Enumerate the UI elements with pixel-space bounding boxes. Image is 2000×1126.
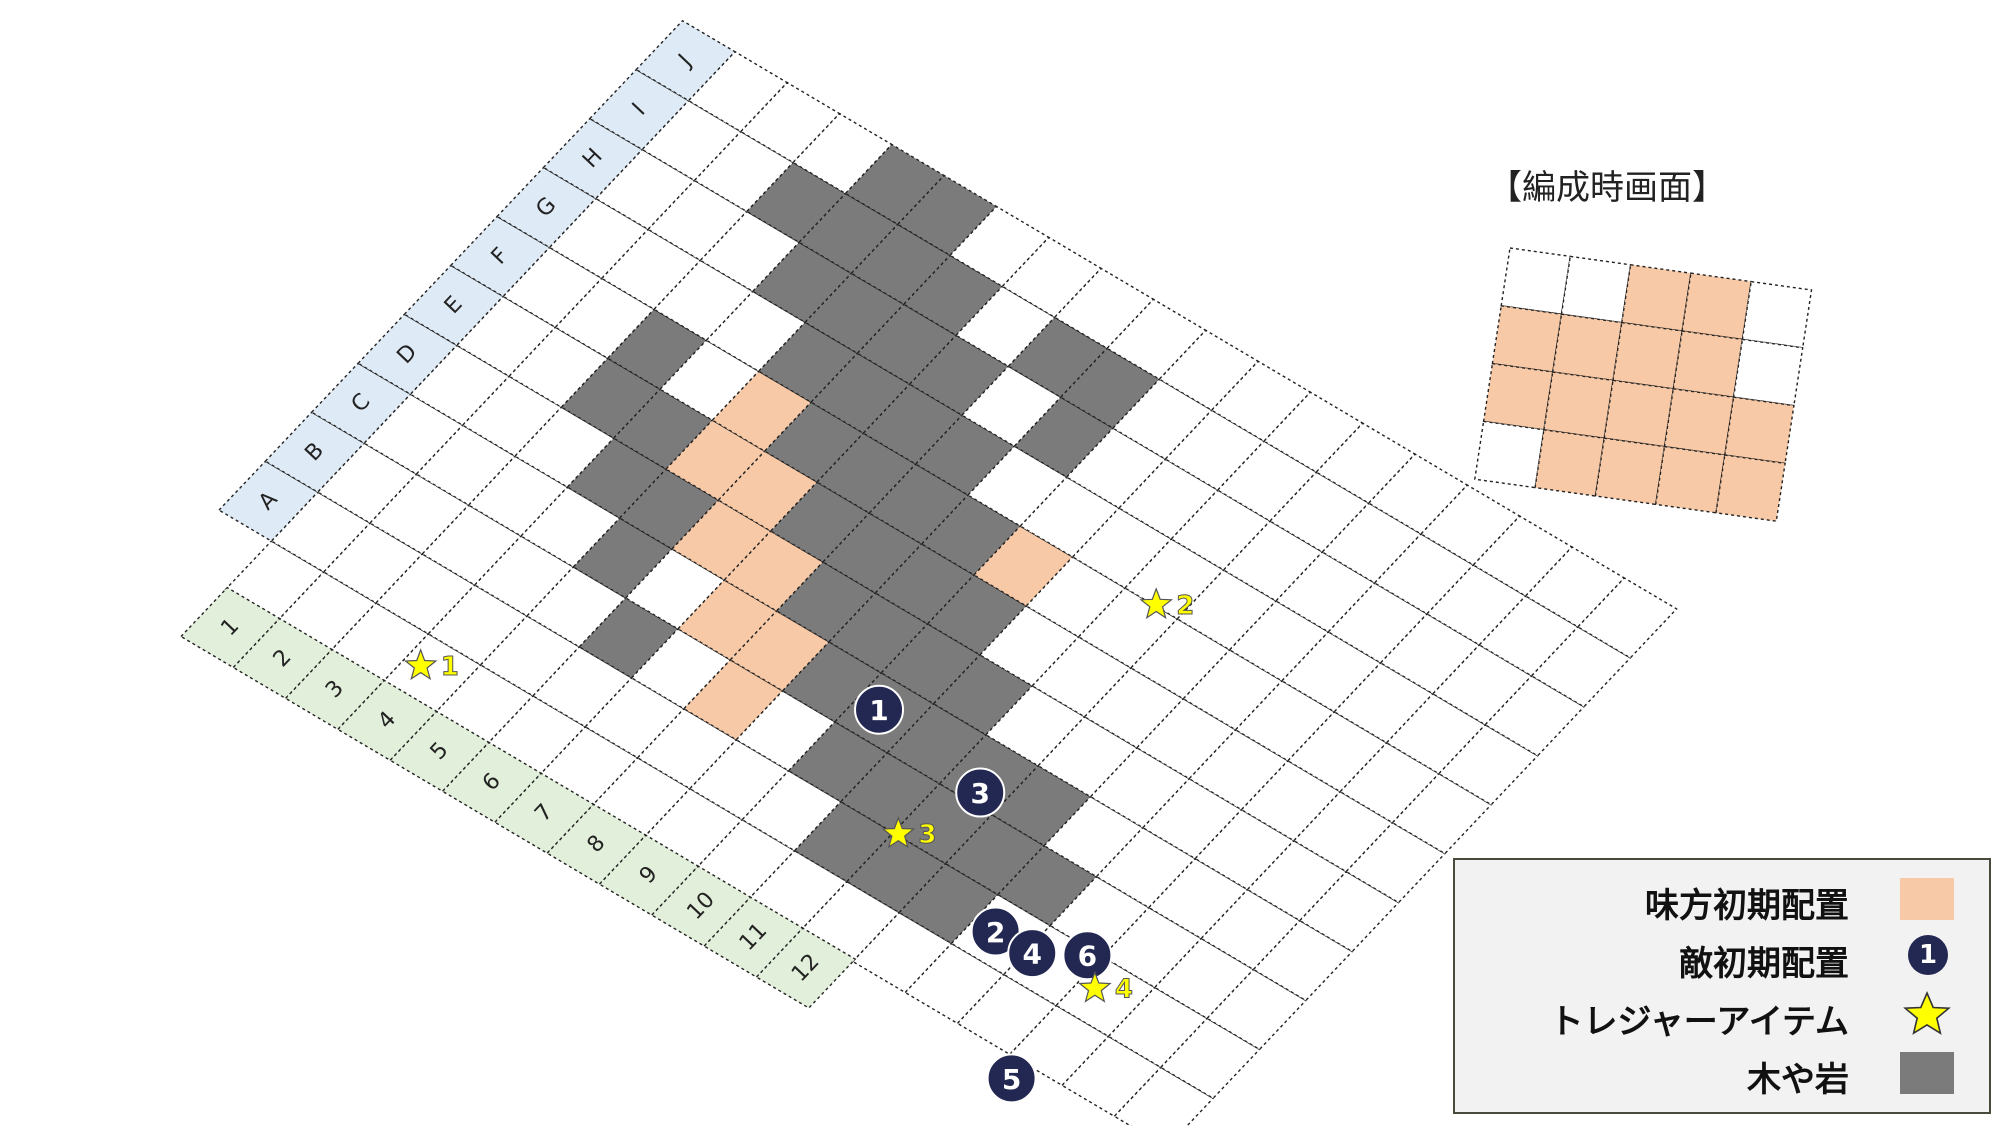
formation-ally-cell: [1621, 264, 1692, 332]
enemy-marker-label: 4: [1022, 938, 1041, 971]
treasure-star-icon: [1139, 587, 1174, 620]
formation-ally-cell: [1534, 429, 1605, 497]
legend-panel: 味方初期配置 敵初期配置 1 トレジャーアイテム 木や岩: [1453, 858, 1991, 1114]
formation-grid: [1474, 247, 1813, 522]
formation-cell: [1474, 420, 1545, 489]
formation-ally-cell: [1594, 437, 1666, 506]
formation-ally-cell: [1603, 379, 1675, 448]
enemy-marker-label: 1: [869, 694, 888, 727]
formation-ally-cell: [1543, 371, 1614, 439]
formation-cell: [1732, 338, 1804, 407]
enemy-marker-label: 3: [970, 777, 989, 810]
enemy-marker: [970, 906, 1021, 957]
formation-ally-cell: [1654, 445, 1726, 514]
formation-ally-cell: [1724, 396, 1795, 465]
enemy-marker: [1062, 930, 1113, 981]
treasure-label: 2: [1176, 591, 1194, 621]
formation-cell: [1741, 280, 1813, 349]
legend-row-treasure: トレジャーアイテム: [1455, 986, 1989, 1044]
formation-cell: [1560, 255, 1632, 324]
legend-row-obstacle: 木や岩: [1455, 1044, 1989, 1102]
star-icon: [1903, 990, 1951, 1035]
enemy-marker: [1007, 928, 1058, 979]
legend-label-obstacle: 木や岩: [1747, 1060, 1849, 1100]
obstacle-swatch: [1900, 1052, 1954, 1094]
legend-row-ally: 味方初期配置: [1455, 870, 1989, 928]
legend-label-ally: 味方初期配置: [1645, 886, 1849, 926]
formation-ally-cell: [1715, 454, 1786, 522]
enemy-marker: [986, 1053, 1037, 1104]
grid-cell: [1576, 577, 1678, 659]
enemy-marker-label: 5: [1002, 1063, 1021, 1096]
formation-screen-title: 【編成時画面】: [1488, 168, 1726, 208]
enemy-marker: [955, 767, 1006, 818]
formation-ally-cell: [1663, 388, 1735, 456]
treasure-star-icon: [881, 816, 916, 849]
enemy-marker: [854, 684, 905, 735]
enemy-circle-icon: 1: [1908, 935, 1948, 975]
treasure-label: 1: [441, 652, 459, 682]
treasure-star-icon: [403, 648, 438, 681]
enemy-marker-label: 2: [986, 916, 1005, 949]
column-header-cell: [635, 19, 737, 102]
formation-ally-cell: [1672, 330, 1744, 398]
formation-ally-cell: [1482, 362, 1554, 431]
row-header-cell: [755, 927, 857, 1009]
treasure-star-icon: [1078, 970, 1112, 1003]
legend-label-enemy: 敵初期配置: [1679, 944, 1849, 984]
formation-ally-cell: [1612, 321, 1683, 390]
formation-ally-cell: [1491, 305, 1563, 373]
formation-ally-cell: [1681, 272, 1752, 341]
formation-ally-cell: [1551, 313, 1623, 382]
treasure-label: 3: [918, 820, 936, 850]
battle-map-markers: 1 2 3 4 5 6 1 2 3 4: [403, 587, 1195, 1104]
ally-swatch: [1900, 878, 1954, 920]
formation-cell: [1500, 247, 1572, 315]
treasure-label: 4: [1115, 974, 1133, 1004]
legend-label-treasure: トレジャーアイテム: [1549, 1002, 1849, 1042]
legend-row-enemy: 敵初期配置 1: [1455, 928, 1989, 986]
enemy-marker-label: 6: [1078, 940, 1097, 973]
